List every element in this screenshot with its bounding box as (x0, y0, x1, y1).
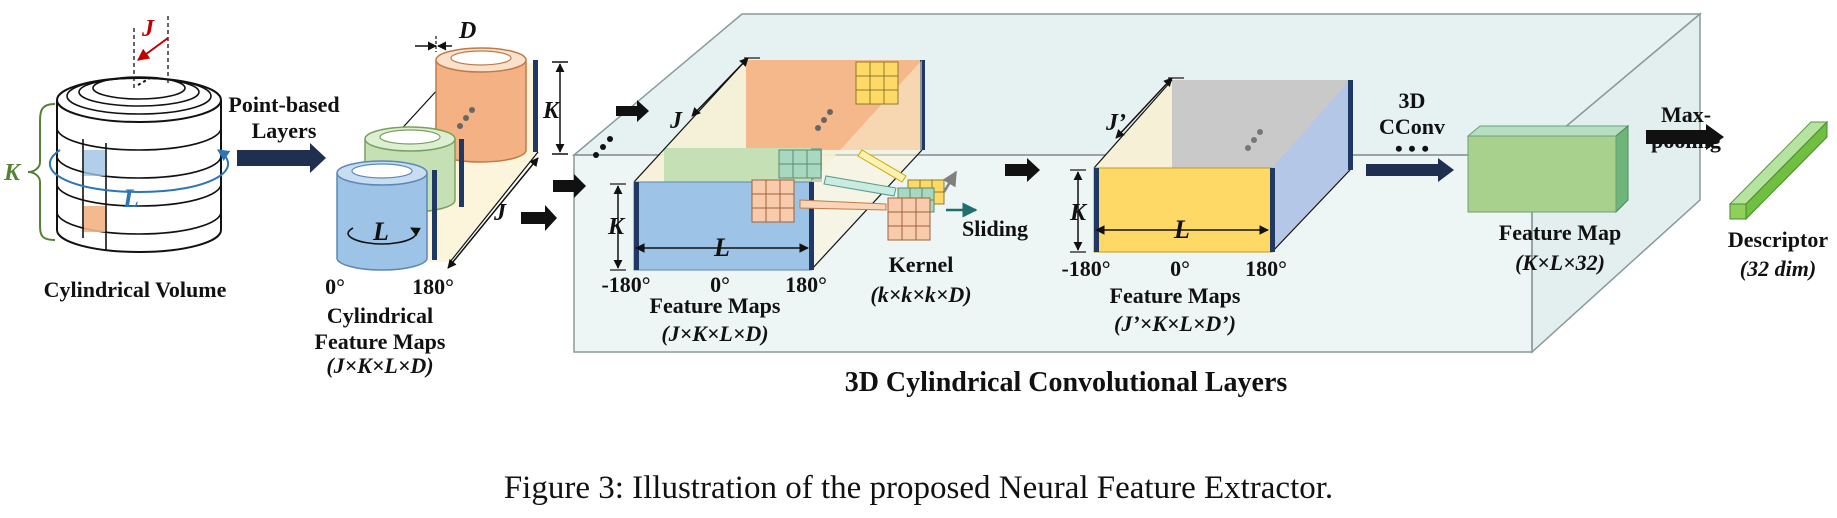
fm1-deg-0: 0° (710, 272, 730, 297)
l-label-feat: L (372, 217, 389, 246)
feature-map-32 (1466, 124, 1630, 214)
kernel-dim: (k×k×k×D) (870, 282, 971, 307)
cconv-arrow (1366, 158, 1454, 182)
cconv-label-1: 3D (1399, 88, 1426, 113)
figure-caption: Figure 3: Illustration of the proposed N… (503, 470, 1334, 506)
d-label: D (458, 18, 476, 44)
fm2-dim: (J’×K×L×D’) (1114, 311, 1236, 336)
deg-0-feat: 0° (325, 274, 345, 299)
j-label-fm1: J (669, 108, 683, 134)
j-label-feat: J (493, 200, 507, 226)
descriptor-title: Descriptor (1728, 227, 1828, 252)
l-label-volume: L (122, 184, 139, 213)
feature-maps-2 (1070, 77, 1353, 253)
j-label-top: J (141, 16, 155, 42)
fm2-deg-180: 180° (1245, 256, 1287, 281)
k-label-feat: K (542, 98, 561, 124)
cconv-dots: • • • (1395, 136, 1429, 161)
feature-maps-1 (610, 57, 925, 271)
point-layers-label-1: Point-based (228, 92, 339, 117)
fm1-dim: (J×K×L×D) (661, 321, 768, 346)
kernel (799, 149, 978, 241)
feature-map-title: Feature Map (1499, 220, 1621, 245)
fm2-title: Feature Maps (1110, 283, 1241, 308)
point-layers-label-2: Layers (252, 118, 317, 143)
feature-map-dim: (K×L×32) (1515, 250, 1605, 275)
cylindrical-volume (27, 16, 231, 253)
k-label-volume: K (3, 160, 22, 186)
input-arrows (521, 100, 649, 231)
cyl-feat-dim: (J×K×L×D) (326, 353, 433, 378)
fm1-deg-180: 180° (785, 272, 827, 297)
descriptor-dim: (32 dim) (1740, 256, 1816, 281)
fm1-title: Feature Maps (650, 293, 781, 318)
l-label-fm2: L (1173, 215, 1190, 244)
cyl-feat-title-2: Feature Maps (315, 329, 446, 354)
k-label-fm1: K (607, 214, 626, 240)
l-label-fm1: L (713, 233, 730, 262)
sliding-label: Sliding (962, 216, 1028, 241)
deg-180-feat: 180° (412, 274, 454, 299)
descriptor (1728, 120, 1829, 221)
fm2-deg-neg180: -180° (1061, 256, 1110, 281)
cyl-feat-title-1: Cylindrical (327, 303, 433, 328)
block-title: 3D Cylindrical Convolutional Layers (845, 367, 1288, 398)
arrow-fm1-fm2 (1005, 158, 1040, 182)
cconv-label-2: CConv (1379, 114, 1445, 139)
kernel-label: Kernel (889, 252, 954, 277)
point-layers-arrow (237, 143, 326, 173)
cylindrical-feature-maps (336, 36, 568, 271)
cylindrical-volume-title: Cylindrical Volume (44, 277, 227, 302)
maxpool-label-1: Max- (1661, 102, 1711, 127)
j-prime-label-fm2: J’ (1105, 110, 1126, 136)
maxpool-arrow (1646, 124, 1724, 150)
fm2-deg-0: 0° (1170, 256, 1190, 281)
fm1-deg-neg180: -180° (601, 272, 650, 297)
k-label-fm2: K (1069, 200, 1088, 226)
